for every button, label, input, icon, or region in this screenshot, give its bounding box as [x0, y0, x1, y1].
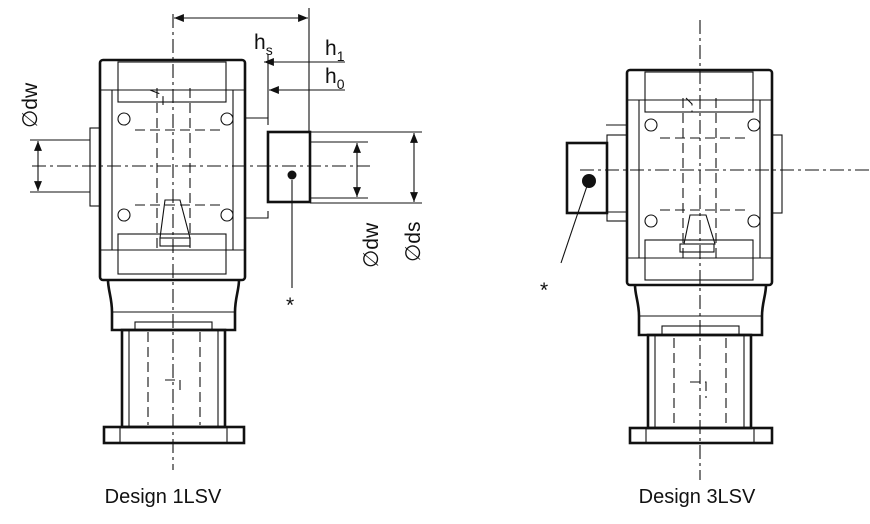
marker-dot-3 [582, 174, 596, 188]
dim-label-hs: hs [254, 31, 273, 58]
dim-label-ds: ∅ds [402, 222, 425, 262]
caption-design-1lsv: Design 1LSV [105, 486, 222, 508]
dim-label-h0: h0 [325, 65, 345, 92]
dim-label-h1: h1 [325, 37, 345, 64]
marker-dot-1 [287, 170, 297, 180]
dim-label-dw-left: ∅dw [19, 82, 42, 128]
design-3lsv-drawing [560, 20, 870, 480]
marker-asterisk-3: * [540, 279, 548, 302]
marker-asterisk-1: * [286, 294, 294, 317]
dim-label-dw-right: ∅dw [360, 222, 383, 268]
caption-design-3lsv: Design 3LSV [639, 486, 756, 508]
output-shaft-1 [266, 130, 312, 204]
design-1lsv-drawing [30, 8, 422, 470]
